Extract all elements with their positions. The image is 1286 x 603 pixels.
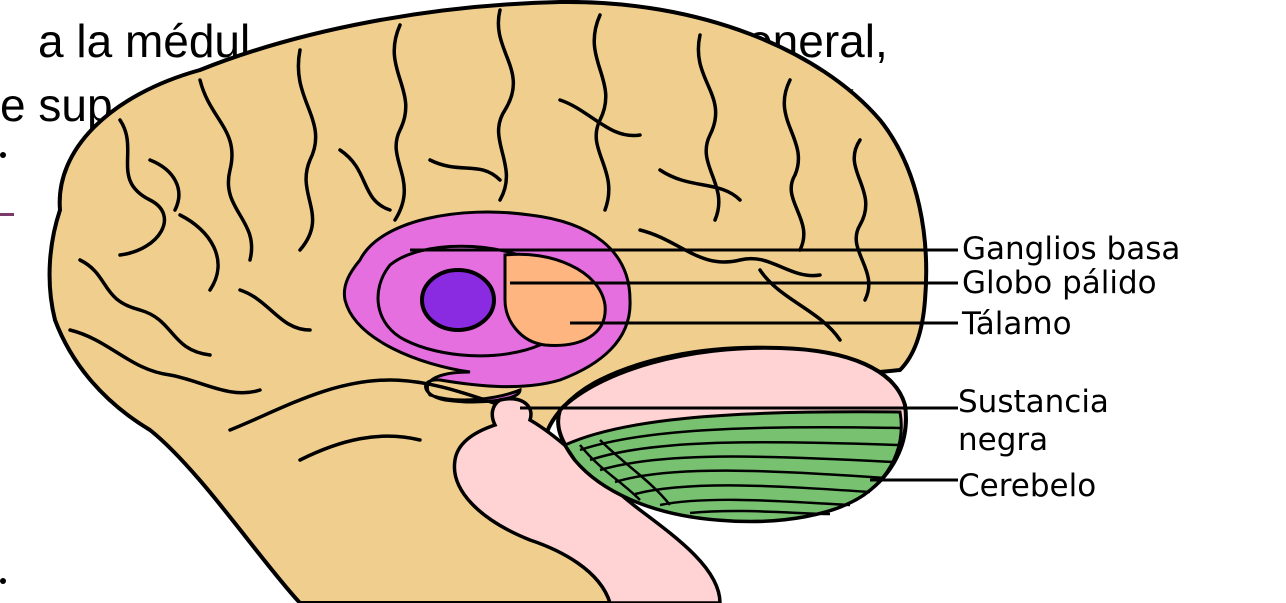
globus-pallidus bbox=[422, 270, 494, 330]
label-globo-palido: Globo pálido bbox=[962, 265, 1157, 301]
label-negra: negra bbox=[958, 422, 1048, 458]
label-ganglios-basales: Ganglios basa bbox=[962, 231, 1180, 267]
label-talamo: Tálamo bbox=[961, 306, 1072, 342]
label-sustancia: Sustancia bbox=[958, 384, 1109, 420]
label-cerebelo: Cerebelo bbox=[958, 468, 1096, 504]
